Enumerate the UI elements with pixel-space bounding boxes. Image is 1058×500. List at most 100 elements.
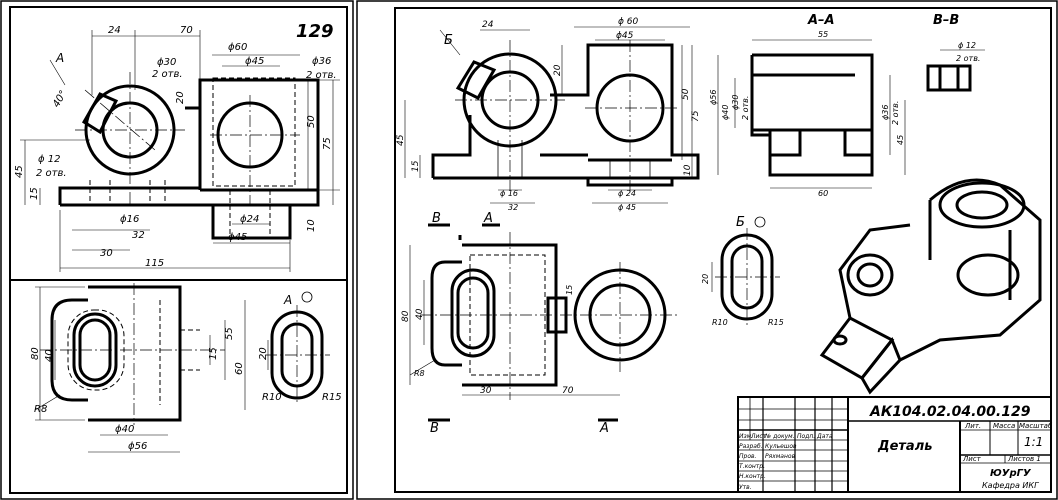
section-a-a: A–A 55 60 ϕ56 ϕ30 2 отв. ϕ40 ϕ36 2 отв. … bbox=[709, 13, 906, 198]
s2-dim-32: 32 bbox=[508, 203, 518, 212]
title-block-org: ЮУрГУ bbox=[990, 468, 1032, 479]
s2-plan-dim-80: 80 bbox=[401, 310, 411, 322]
title-block-lit-header: Лит. bbox=[964, 422, 981, 430]
dim-115: 115 bbox=[145, 258, 164, 269]
s2-dim-50: 50 bbox=[681, 88, 691, 100]
plan-dim-60: 60 bbox=[234, 362, 245, 375]
s2-dim-45: 45 bbox=[396, 134, 406, 146]
s2-dim-75: 75 bbox=[691, 110, 701, 122]
sheet-2-front-section bbox=[431, 40, 700, 195]
aa-dim-phi36: ϕ36 bbox=[881, 105, 890, 120]
dim-32: 32 bbox=[132, 230, 145, 241]
sheet-1-slot-view: A 20 R10 R15 bbox=[258, 291, 342, 405]
sheet-2-outer-frame bbox=[356, 0, 1058, 500]
sheet-1-inner-frame bbox=[9, 6, 348, 494]
plan-dim-phi40: ϕ40 bbox=[115, 424, 134, 435]
tb-row-doc: № докум. bbox=[764, 433, 795, 440]
s2-dim-phi45b: ϕ 45 bbox=[618, 203, 636, 212]
sheet-2: 24 ϕ 60 ϕ45 45 15 20 50 75 10 ϕ 16 32 ϕ … bbox=[356, 0, 1058, 500]
plan-dim-r8: R8 bbox=[34, 404, 47, 415]
sheet-1-number: 129 bbox=[296, 21, 334, 42]
slot-view-b-label: Б bbox=[736, 215, 745, 230]
slot-dim-r10: R10 bbox=[262, 392, 282, 403]
cut-label-a-bottom: А bbox=[599, 421, 609, 436]
sheet-1-labels: 24 70 ϕ30 2 отв. ϕ60 ϕ45 ϕ36 2 отв. 20 5… bbox=[14, 25, 337, 269]
bb-note-phi12: 2 отв. bbox=[956, 54, 980, 63]
s2-view-b-label: Б bbox=[444, 33, 453, 48]
s2-dim-15: 15 bbox=[411, 160, 421, 172]
aa-note-phi30: 2 отв. bbox=[741, 96, 750, 120]
dim-phi36: ϕ36 bbox=[312, 56, 331, 67]
tb-row-izm: Изм. bbox=[739, 433, 753, 440]
sheet-1-outer-frame bbox=[0, 0, 354, 500]
title-block-mass-header: Масса bbox=[993, 422, 1015, 430]
section-aa-title: A–A bbox=[807, 13, 835, 28]
s2-dim-20: 20 bbox=[553, 64, 563, 76]
sheet-2-slot-view: Б 20 R10 R15 bbox=[701, 215, 784, 327]
slot-dim-20: 20 bbox=[258, 347, 269, 360]
s2-dim-phi24: ϕ 24 bbox=[618, 189, 636, 198]
cut-label-b-bottom: В bbox=[430, 421, 439, 436]
sheet-1: 129 bbox=[0, 0, 354, 500]
title-block-code: АК104.02.04.00.129 bbox=[869, 404, 1031, 420]
s2-plan-dim-30: 30 bbox=[480, 386, 492, 396]
tb-checker-name: Ряхманов bbox=[765, 453, 796, 460]
slot-dim-r15: R15 bbox=[322, 392, 342, 403]
tb-row-developer: Разраб. bbox=[739, 443, 763, 450]
s2-plan-dim-15: 15 bbox=[565, 285, 574, 295]
tb-row-checker: Пров. bbox=[739, 453, 757, 460]
aa-dim-phi30: ϕ30 bbox=[731, 95, 740, 110]
dim-phi16: ϕ16 bbox=[120, 214, 139, 225]
s2-plan-dim-40: 40 bbox=[415, 308, 425, 320]
dim-30: 30 bbox=[100, 248, 113, 259]
note-2-holes-small: 2 отв. bbox=[36, 168, 67, 179]
title-block-sheet-label: Лист bbox=[962, 455, 982, 463]
title-block-scale-value: 1:1 bbox=[1024, 435, 1043, 449]
plan-dim-phi56: ϕ56 bbox=[128, 441, 147, 452]
isometric-view bbox=[819, 178, 1042, 395]
sheet-1-plan-view: 80 40 R8 15 55 60 ϕ40 ϕ56 bbox=[30, 283, 246, 453]
sheet-1-dimensions bbox=[20, 30, 340, 272]
dim-50: 50 bbox=[306, 115, 317, 128]
dim-phi12: ϕ 12 bbox=[38, 154, 61, 165]
plan-dim-40: 40 bbox=[44, 349, 55, 362]
tb-row-date: Дата bbox=[816, 433, 833, 440]
title-block-dept: Кафедра ИКГ bbox=[982, 481, 1039, 490]
slot2-dim-r15: R15 bbox=[768, 318, 784, 327]
tb-row-ncontrol: Н.контр. bbox=[739, 473, 766, 480]
slot2-dim-r10: R10 bbox=[712, 318, 728, 327]
s2-dim-phi16: ϕ 16 bbox=[500, 189, 518, 198]
plan-dim-80: 80 bbox=[30, 347, 41, 360]
dim-15: 15 bbox=[29, 187, 40, 200]
title-block-part-name: Деталь bbox=[877, 439, 932, 454]
s2-dim-phi45: ϕ45 bbox=[616, 31, 634, 41]
aa-note-phi36: 2 отв. bbox=[891, 101, 900, 125]
tb-developer-name: Кульешов bbox=[765, 443, 797, 450]
cut-label-a-top: А bbox=[483, 211, 493, 226]
s2-plan-dim-r8: R8 bbox=[414, 369, 425, 378]
aa-dim-45: 45 bbox=[896, 135, 905, 145]
dim-24: 24 bbox=[108, 25, 121, 36]
sheet-2-front-dims: 24 ϕ 60 ϕ45 45 15 20 50 75 10 ϕ 16 32 ϕ … bbox=[396, 17, 701, 212]
tb-row-tcontrol: Т.контр. bbox=[739, 463, 765, 470]
note-2-holes-right: 2 отв. bbox=[306, 70, 337, 81]
title-block-scale-header: Масштаб bbox=[1019, 422, 1053, 430]
dim-phi30: ϕ30 bbox=[157, 57, 176, 68]
s2-dim-phi60: ϕ 60 bbox=[618, 17, 639, 27]
sheet-1-boss bbox=[211, 205, 292, 240]
dim-70: 70 bbox=[180, 25, 193, 36]
note-2-holes-left: 2 отв. bbox=[152, 69, 183, 80]
dim-10: 10 bbox=[306, 219, 317, 232]
tb-row-sign: Подп. bbox=[797, 433, 815, 440]
tb-row-list: Лист bbox=[750, 433, 767, 440]
aa-dim-phi40: ϕ40 bbox=[721, 105, 730, 120]
plan-dim-15: 15 bbox=[208, 347, 219, 360]
sheet-2-plan-view: В А В А 80 40 R8 bbox=[401, 211, 680, 436]
aa-dim-55: 55 bbox=[818, 30, 828, 39]
dim-phi60: ϕ60 bbox=[228, 42, 247, 53]
s2-plan-dim-70: 70 bbox=[562, 386, 574, 396]
bb-dim-phi12: ϕ 12 bbox=[958, 41, 976, 50]
s2-dim-10: 10 bbox=[683, 164, 693, 176]
dim-phi24: ϕ24 bbox=[240, 214, 259, 225]
